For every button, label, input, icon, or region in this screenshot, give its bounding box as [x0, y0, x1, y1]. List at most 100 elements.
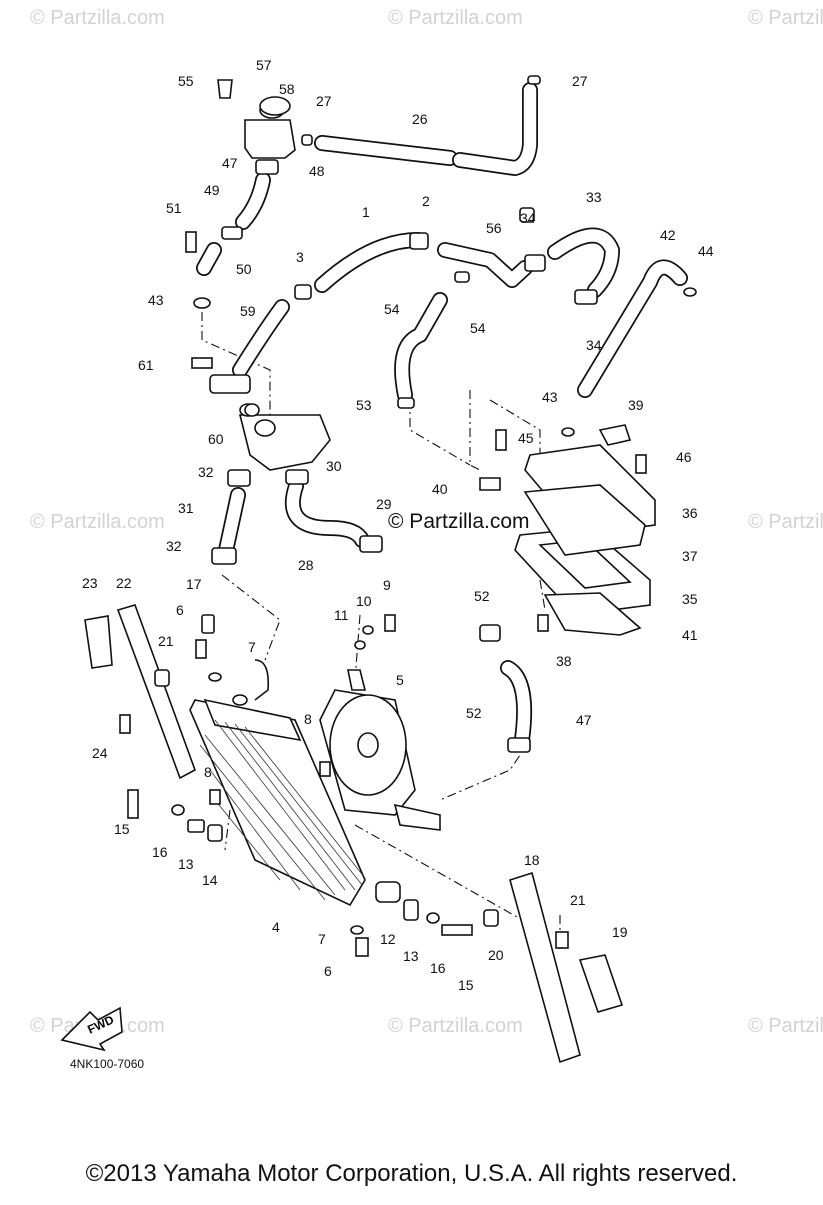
callout-43: 44 [698, 243, 714, 259]
o-ring-43 [561, 427, 575, 437]
hose-26 [314, 82, 538, 176]
callout-15: 15 [458, 977, 474, 993]
bolt-21 [555, 931, 569, 949]
callout-54: 54 [470, 320, 486, 336]
callout-53: 54 [384, 301, 400, 317]
callout-45: 46 [676, 449, 692, 465]
grommet-12 [375, 881, 401, 903]
callout-34: 34 [586, 337, 602, 353]
callout-7: 7 [248, 639, 256, 655]
fitting-40 [479, 477, 501, 491]
callout-14: 14 [202, 872, 218, 888]
callout-19: 19 [612, 924, 628, 940]
hardware [119, 75, 697, 957]
callout-8: 8 [304, 711, 312, 727]
callout-54: 53 [356, 397, 372, 413]
copyright-footer: ©2013 Yamaha Motor Corporation, U.S.A. A… [85, 1160, 738, 1187]
hose-1 [294, 232, 429, 300]
bolt-55 [217, 79, 233, 99]
callout-28: 28 [298, 557, 314, 573]
callout-55: 55 [178, 73, 194, 89]
bolt-44 [495, 429, 507, 451]
hose-33 [547, 227, 620, 305]
callout-40: 40 [432, 481, 448, 497]
callout-35: 35 [682, 591, 698, 607]
callout-15: 15 [114, 821, 130, 837]
callout-33: 33 [586, 189, 602, 205]
bolt-45 [635, 454, 647, 474]
callout-4: 4 [272, 919, 280, 935]
collar-24 [154, 669, 170, 687]
callout-32: 32 [198, 464, 214, 480]
gasket-41 [543, 592, 642, 636]
bolt-15b [441, 924, 473, 936]
hose-51 [479, 624, 533, 753]
callout-36: 36 [682, 505, 698, 521]
callout-25: 24 [92, 745, 108, 761]
collar-20 [483, 909, 499, 927]
hose-42 [577, 259, 688, 398]
callout-52: 52 [466, 705, 482, 721]
callout-layer: 55 57 58 27 27 26 47 48 49 51 50 43 1 2 … [82, 57, 714, 993]
washer-16b [426, 912, 440, 924]
callout-50: 51 [166, 200, 182, 216]
watermark: © Partzilla.com [388, 7, 523, 29]
callout-48: 50 [236, 261, 252, 277]
nut-8 [209, 789, 221, 805]
callout-49: 43 [148, 292, 164, 308]
watermark-layer: © Partzilla.com © Partzilla.com © Partzi… [30, 7, 823, 1037]
bolt-6 [195, 639, 207, 659]
bracket-39 [598, 424, 632, 446]
o-ring-43b [683, 287, 697, 297]
callout-7: 7 [318, 931, 326, 947]
callout-27: 27 [572, 73, 588, 89]
clip-34 [519, 207, 535, 223]
callout-16: 16 [152, 844, 168, 860]
callout-27: 27 [316, 93, 332, 109]
bolt-6b [355, 937, 369, 957]
callout-3: 3 [296, 249, 304, 265]
callout-52: 52 [474, 588, 490, 604]
callout-23: 23 [82, 575, 98, 591]
callout-11: 11 [334, 607, 349, 623]
callout-38: 38 [556, 653, 572, 669]
washer-10 [362, 625, 374, 635]
callout-51: 47 [576, 712, 592, 728]
callout-43: 43 [542, 389, 558, 405]
callout-57: 57 [256, 57, 272, 73]
collar-13b [403, 899, 419, 921]
o-ring-60 [244, 403, 260, 417]
bracket-18 [509, 871, 624, 1064]
center-watermark: © Partzilla.com [388, 510, 530, 533]
washer-7 [208, 672, 222, 682]
fwd-arrow: FWD [60, 1006, 123, 1052]
hose-28 [284, 469, 383, 553]
collar-13 [187, 819, 205, 833]
callout-2: 2 [422, 193, 430, 209]
gasket-37 [523, 484, 646, 556]
bolt-15 [127, 789, 139, 819]
callout-29: 29 [376, 496, 392, 512]
drawing-code: 4NK100-7060 [70, 1057, 144, 1071]
pipe-48 [193, 242, 222, 309]
hose-56 [437, 242, 546, 288]
callout-59: 59 [240, 303, 256, 319]
callout-61: 61 [138, 357, 154, 373]
callout-9: 9 [383, 577, 391, 593]
callout-44: 45 [518, 430, 534, 446]
bracket-22 [84, 604, 196, 780]
callout-30: 30 [326, 458, 342, 474]
watermark: © Partzilla.com [748, 511, 823, 533]
callout-18: 18 [524, 852, 540, 868]
callout-41: 41 [682, 627, 698, 643]
radiator-cap [259, 96, 291, 116]
callout-60: 60 [208, 431, 224, 447]
callout-37: 37 [682, 548, 698, 564]
callout-47: 49 [204, 182, 220, 198]
callout-46: 47 [222, 155, 238, 171]
callout-22: 22 [116, 575, 132, 591]
watermark: © Partzilla.com [748, 7, 823, 29]
pad-19 [578, 954, 624, 1013]
